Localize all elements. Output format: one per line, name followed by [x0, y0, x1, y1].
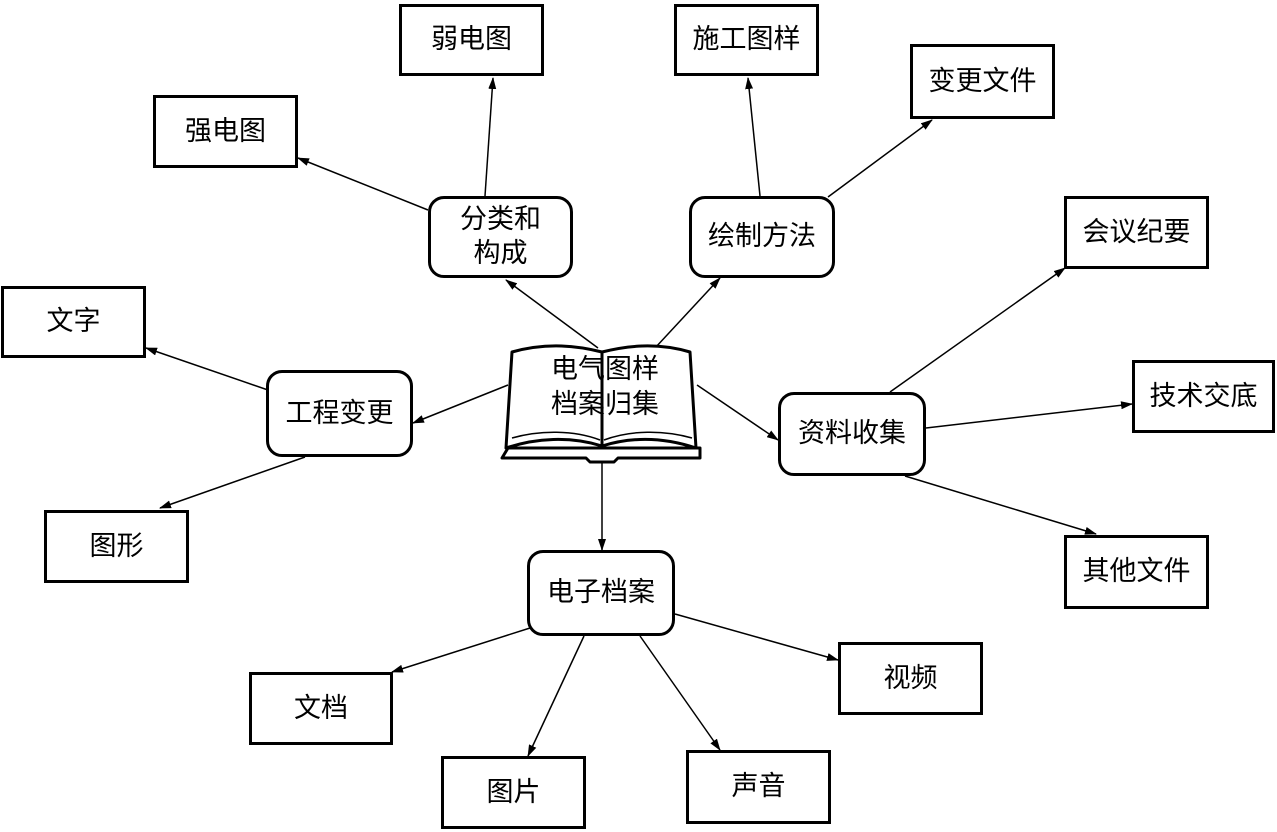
hub-electronic-archive-label: 电子档案	[547, 577, 655, 609]
leaf-change-document: 变更文件	[910, 44, 1055, 119]
arrow-to-weak-current	[484, 77, 497, 197]
central-topic-line-2: 档案归集	[551, 389, 659, 421]
arrow-center-to-data-collection	[696, 384, 779, 441]
leaf-technical-briefing-label: 技术交底	[1149, 380, 1258, 412]
arrow-to-document	[391, 627, 531, 673]
arrow-to-picture	[527, 635, 585, 757]
hub-classification-line-1: 分类和	[460, 204, 541, 236]
hub-data-collection-label: 资料收集	[798, 418, 906, 450]
arrow-to-other-documents	[904, 475, 1097, 535]
arrow-to-construction-drawing	[745, 77, 761, 197]
leaf-graphic-label: 图形	[89, 530, 144, 562]
arrow-center-to-drawing-method	[654, 277, 721, 349]
leaf-other-documents: 其他文件	[1064, 535, 1209, 609]
hub-electronic-archive: 电子档案	[527, 550, 675, 636]
hub-engineering-change: 工程变更	[266, 370, 413, 457]
leaf-document: 文档	[249, 672, 393, 745]
leaf-text-label: 文字	[46, 306, 101, 338]
arrow-to-meeting-minutes	[889, 267, 1066, 393]
leaf-text: 文字	[1, 286, 146, 358]
leaf-picture-label: 图片	[486, 776, 541, 808]
leaf-meeting-minutes-label: 会议纪要	[1082, 216, 1191, 248]
leaf-meeting-minutes: 会议纪要	[1064, 196, 1209, 269]
arrow-to-strong-current	[297, 157, 429, 211]
leaf-weak-current-label: 弱电图	[431, 24, 512, 56]
hub-classification: 分类和 构成	[428, 196, 573, 278]
arrow-to-technical-briefing	[925, 401, 1133, 429]
leaf-other-documents-label: 其他文件	[1082, 556, 1191, 588]
arrow-to-sound	[639, 635, 721, 751]
hub-classification-line-2: 构成	[473, 238, 528, 269]
leaf-picture: 图片	[441, 756, 586, 829]
arrow-to-video	[674, 613, 839, 661]
central-topic-title: 电气图样 档案归集	[520, 352, 690, 422]
arrow-to-change-document	[827, 119, 933, 198]
leaf-weak-current: 弱电图	[399, 4, 544, 76]
leaf-technical-briefing: 技术交底	[1132, 360, 1275, 433]
leaf-sound: 声音	[686, 750, 831, 824]
hub-engineering-change-label: 工程变更	[285, 397, 394, 429]
leaf-sound-label: 声音	[731, 771, 786, 803]
arrow-center-to-classification	[505, 279, 599, 349]
hub-data-collection: 资料收集	[778, 392, 926, 476]
arrow-to-text	[145, 347, 269, 391]
hub-drawing-method: 绘制方法	[689, 196, 835, 278]
open-book-icon	[500, 344, 702, 464]
leaf-video: 视频	[838, 642, 983, 715]
leaf-video-label: 视频	[883, 662, 938, 694]
arrow-center-to-engineering-change	[412, 384, 509, 424]
leaf-strong-current: 强电图	[153, 95, 298, 168]
central-topic-line-1: 电气图样	[551, 354, 659, 385]
leaf-document-label: 文档	[294, 692, 348, 724]
leaf-construction-drawing: 施工图样	[674, 4, 819, 76]
leaf-change-document-label: 变更文件	[928, 65, 1037, 97]
arrow-to-graphic	[159, 456, 306, 509]
hub-drawing-method-label: 绘制方法	[708, 221, 816, 253]
leaf-strong-current-label: 强电图	[185, 115, 266, 147]
leaf-construction-drawing-label: 施工图样	[692, 24, 801, 56]
leaf-graphic: 图形	[44, 510, 189, 583]
